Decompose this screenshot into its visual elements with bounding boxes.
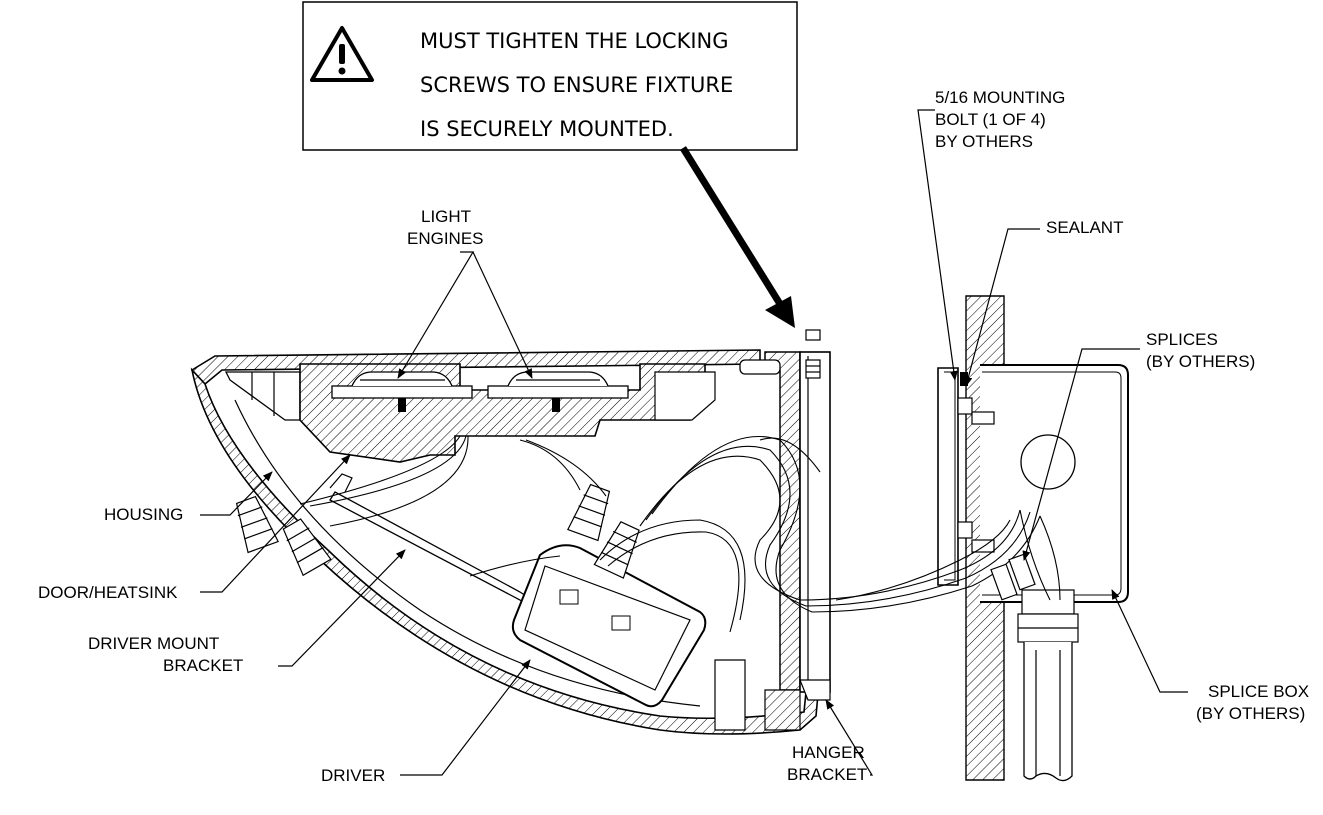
label-light-engines-1: LIGHT (421, 207, 471, 226)
label-driver-mount-bracket-1: DRIVER MOUNT (88, 634, 219, 653)
label-splices-1: SPLICES (1146, 330, 1218, 349)
label-mounting-bolt-2: BOLT (1 OF 4) (935, 110, 1046, 129)
warning-triangle-icon (310, 26, 374, 82)
warning-line-1: MUST TIGHTEN THE LOCKING (420, 29, 729, 53)
label-hanger-bracket-1: HANGER (792, 743, 865, 762)
label-housing: HOUSING (104, 505, 183, 524)
label-mounting-bolt-3: BY OTHERS (935, 132, 1033, 151)
wire-nut-2 (282, 518, 332, 577)
wire-nut-3 (567, 483, 611, 542)
light-engine-right (487, 371, 629, 412)
warning-box: MUST TIGHTEN THE LOCKING SCREWS TO ENSUR… (302, 1, 798, 151)
warning-arrow (680, 146, 795, 328)
label-door-heatsink: DOOR/HEATSINK (38, 583, 178, 602)
wiring (299, 435, 1061, 633)
callout-labels: LIGHT ENGINES 5/16 MOUNTING BOLT (1 OF 4… (38, 88, 1309, 785)
label-mounting-bolt-1: 5/16 MOUNTING (935, 88, 1065, 107)
hanger-bracket (714, 329, 831, 731)
label-splice-box-2: (BY OTHERS) (1196, 704, 1305, 723)
label-driver: DRIVER (321, 766, 385, 785)
light-engine-left (331, 371, 473, 412)
label-splices-2: (BY OTHERS) (1146, 352, 1255, 371)
wire-nut-1 (235, 495, 279, 554)
warning-line-2: SCREWS TO ENSURE FIXTURE (420, 73, 733, 97)
splice-box (980, 364, 1129, 782)
callout-leaders (200, 109, 1188, 776)
label-light-engines-2: ENGINES (407, 229, 484, 248)
driver-part (511, 544, 707, 708)
hanger-plate (937, 367, 995, 586)
label-sealant: SEALANT (1046, 218, 1123, 237)
label-splice-box-1: SPLICE BOX (1208, 682, 1309, 701)
label-driver-mount-bracket-2: BRACKET (163, 656, 243, 675)
label-hanger-bracket-2: BRACKET (787, 765, 867, 784)
warning-line-3: IS SECURELY MOUNTED. (420, 117, 674, 141)
